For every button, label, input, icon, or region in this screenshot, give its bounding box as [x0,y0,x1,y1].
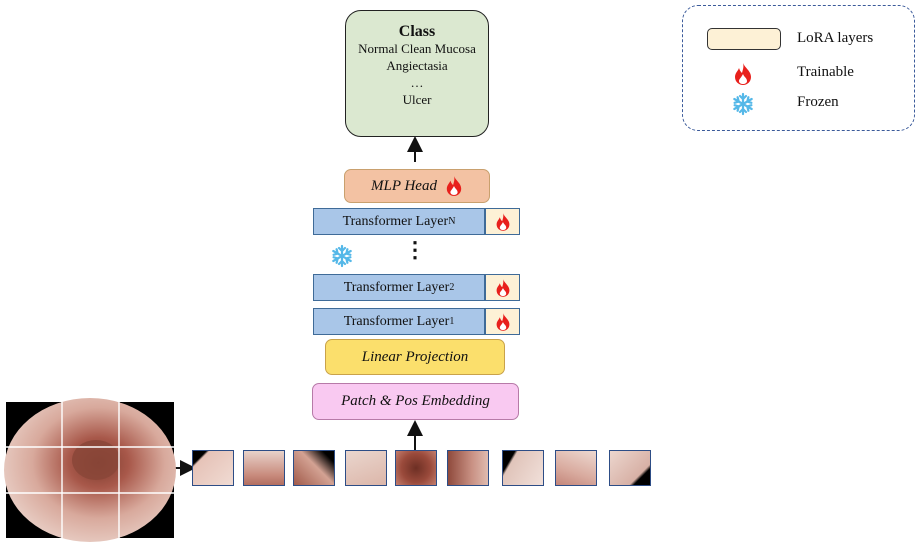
class-label-angiectasia: Angiectasia [386,57,447,74]
snowflake-icon [731,92,755,116]
patch-thumbnail [609,450,651,486]
snowflake-icon [333,246,350,266]
transformer-layer-subscript: N [448,216,455,227]
patch-thumbnail [345,450,387,486]
linear-projection-label: Linear Projection [362,349,469,366]
lora-adapter [485,274,520,301]
class-label-ulcer: Ulcer [403,91,432,108]
patch-thumbnail [555,450,597,486]
flame-icon [495,212,511,232]
legend-label-trainable: Trainable [797,64,854,81]
transformer-layer-subscript: 2 [449,282,454,293]
patch-embedding-label: Patch & Pos Embedding [341,393,490,410]
legend-label-lora: LoRA layers [797,30,873,47]
class-label-ellipsis: … [411,74,424,91]
flame-icon [495,278,511,298]
class-output-box: Class Normal Clean Mucosa Angiectasia … … [345,10,489,137]
flame-icon [733,62,753,86]
patch-thumbnail [192,450,234,486]
patch-thumbnail [447,450,489,486]
class-title: Class [399,23,435,40]
transformer-layer-subscript: 1 [449,316,454,327]
transformer-layer-label: Transformer Layer [344,314,450,330]
legend: LoRA layers Trainable Frozen [682,5,915,131]
lora-adapter [485,208,520,235]
endoscopy-image [4,398,176,542]
layer-ellipsis: ⋮ [404,238,424,262]
mlp-head-label: MLP Head [371,178,437,195]
mlp-head-box: MLP Head [344,169,490,203]
patch-thumbnail [243,450,285,486]
class-label-normal: Normal Clean Mucosa [358,40,476,57]
lora-swatch-icon [707,28,781,50]
transformer-layer-label: Transformer Layer [344,280,450,296]
patch-thumbnail [502,450,544,486]
lora-adapter [485,308,520,335]
patch-thumbnail [395,450,437,486]
transformer-layer-label: Transformer Layer [343,214,449,230]
flame-icon [495,312,511,332]
legend-label-frozen: Frozen [797,94,839,111]
patch-embedding-box: Patch & Pos Embedding [312,383,519,420]
flame-icon [445,175,463,197]
linear-projection-box: Linear Projection [325,339,505,375]
patch-thumbnail [293,450,335,486]
